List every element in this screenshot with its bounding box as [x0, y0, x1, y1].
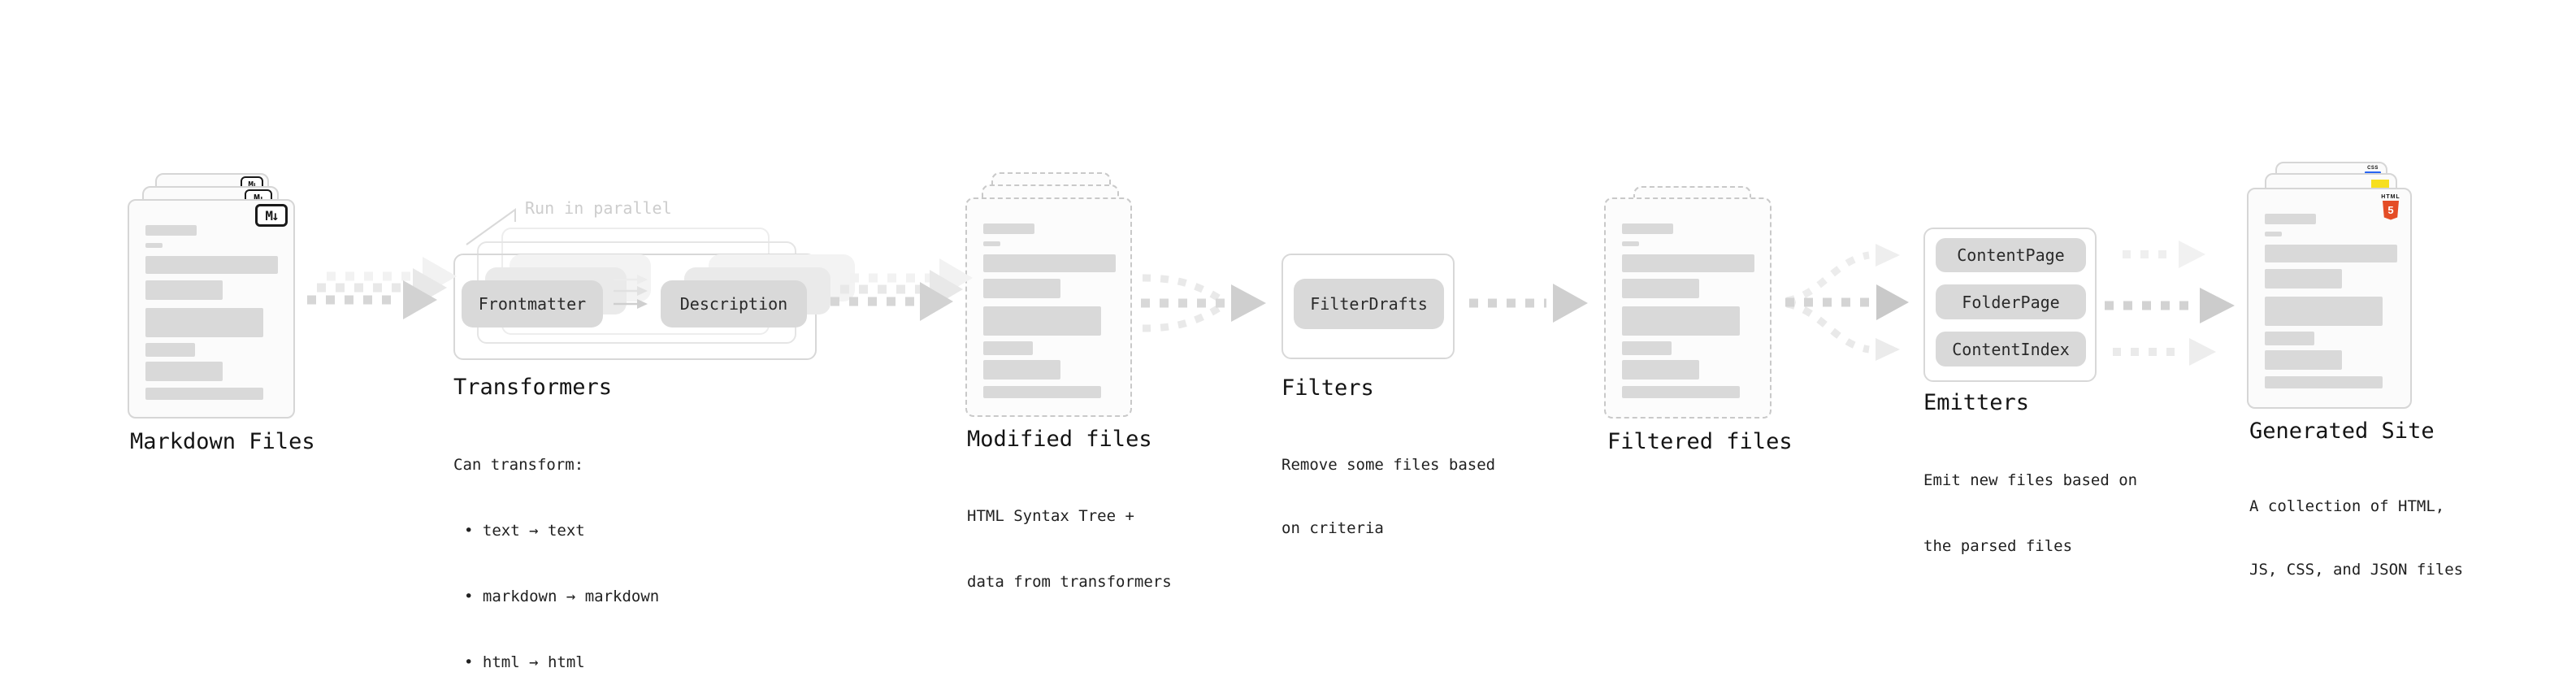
markdown-file-card-front: M↓	[128, 199, 295, 419]
desc-line: Emit new files based on	[1923, 471, 2138, 489]
arrow-folderpage-out	[2105, 288, 2235, 323]
css-badge-text: CSS	[2367, 166, 2379, 171]
placeholder-line	[2265, 214, 2316, 224]
filters-container	[1281, 254, 1455, 359]
modified-files-desc: HTML Syntax Tree + data from transformer…	[967, 462, 1172, 637]
arrow-emitters-to-site	[2105, 241, 2235, 366]
placeholder-line	[2265, 376, 2383, 388]
arrow-modified-to-filters	[1141, 274, 1266, 332]
placeholder-line	[145, 308, 263, 337]
placeholder-line	[145, 388, 263, 400]
desc-line: Can transform:	[453, 456, 584, 474]
html5-shield: 5	[2383, 201, 2399, 220]
arrow-contentindex-out	[2113, 338, 2216, 366]
arrow-markdown-to-transformers	[307, 257, 457, 319]
desc-line: the parsed files	[1923, 537, 2073, 555]
emitters-container	[1923, 228, 2097, 382]
placeholder-line	[2265, 332, 2314, 345]
placeholder-line	[2265, 297, 2383, 326]
generated-file-card-front: HTML 5	[2247, 188, 2412, 409]
transformers-desc: Can transform: • text → text • markdown …	[453, 410, 659, 681]
javascript-icon	[2371, 180, 2389, 188]
run-in-parallel-annotation: Run in parallel	[525, 198, 672, 218]
placeholder-line	[145, 343, 195, 357]
modified-file-card-front	[965, 197, 1132, 417]
placeholder-line	[1622, 341, 1672, 355]
markdown-files-label: Markdown Files	[130, 429, 315, 454]
placeholder-line	[145, 225, 197, 236]
placeholder-line	[983, 360, 1060, 380]
arrow-filtered-to-emitters	[1785, 244, 1909, 361]
placeholder-line	[145, 280, 223, 300]
css-badge-underline	[2365, 171, 2381, 174]
placeholder-line	[1622, 386, 1740, 398]
placeholder-line	[983, 254, 1116, 272]
generated-site-desc: A collection of HTML, JS, CSS, and JSON …	[2249, 453, 2463, 622]
placeholder-line	[983, 306, 1101, 336]
desc-line: A collection of HTML,	[2249, 497, 2445, 515]
desc-line: Remove some files based	[1281, 456, 1496, 474]
desc-line: data from transformers	[967, 573, 1172, 591]
desc-line: on criteria	[1281, 519, 1384, 537]
arrow-filters-to-filtered	[1469, 284, 1588, 323]
placeholder-line	[2265, 269, 2342, 288]
folderpage-pill: FolderPage	[1936, 284, 2086, 319]
markdown-icon: M↓	[255, 204, 288, 227]
placeholder-line	[983, 386, 1101, 398]
filtered-file-card-front	[1604, 197, 1772, 419]
html5-icon: HTML 5	[2381, 194, 2400, 220]
placeholder-line	[2265, 350, 2342, 370]
desc-bullet: • text → text	[464, 522, 585, 540]
description-pill: Description	[661, 280, 807, 327]
desc-line: JS, CSS, and JSON files	[2249, 561, 2464, 579]
placeholder-line	[1622, 306, 1740, 336]
placeholder-line	[1622, 241, 1639, 246]
arrow-contentpage-out	[2123, 241, 2205, 268]
placeholder-line	[983, 223, 1034, 234]
filterdrafts-pill: FilterDrafts	[1294, 279, 1444, 329]
desc-line: HTML Syntax Tree +	[967, 507, 1134, 525]
filters-desc: Remove some files based on criteria	[1281, 412, 1495, 581]
transformers-label: Transformers	[453, 375, 613, 400]
placeholder-line	[1622, 360, 1699, 380]
placeholder-line	[145, 256, 278, 274]
placeholder-line	[983, 341, 1033, 355]
placeholder-line	[1622, 223, 1673, 234]
placeholder-line	[1622, 279, 1699, 298]
filtered-files-label: Filtered files	[1607, 429, 1793, 454]
placeholder-line	[983, 279, 1060, 298]
emitters-desc: Emit new files based on the parsed files	[1923, 426, 2137, 601]
modified-files-label: Modified files	[967, 427, 1152, 452]
placeholder-line	[145, 243, 163, 248]
html5-number: 5	[2387, 204, 2393, 216]
html5-badge-text: HTML	[2381, 194, 2400, 200]
placeholder-line	[983, 241, 1000, 246]
placeholder-line	[2265, 245, 2397, 262]
css3-icon: CSS	[2365, 166, 2381, 174]
placeholder-line	[1622, 254, 1754, 272]
contentpage-pill: ContentPage	[1936, 238, 2086, 272]
desc-bullet: • html → html	[464, 653, 585, 671]
generated-site-label: Generated Site	[2249, 419, 2435, 444]
filters-label: Filters	[1281, 375, 1374, 401]
contentindex-pill: ContentIndex	[1936, 332, 2086, 367]
frontmatter-pill: Frontmatter	[462, 280, 603, 327]
placeholder-line	[2265, 232, 2282, 236]
desc-bullet: • markdown → markdown	[464, 588, 660, 605]
placeholder-line	[145, 362, 223, 381]
emitters-label: Emitters	[1923, 390, 2030, 415]
